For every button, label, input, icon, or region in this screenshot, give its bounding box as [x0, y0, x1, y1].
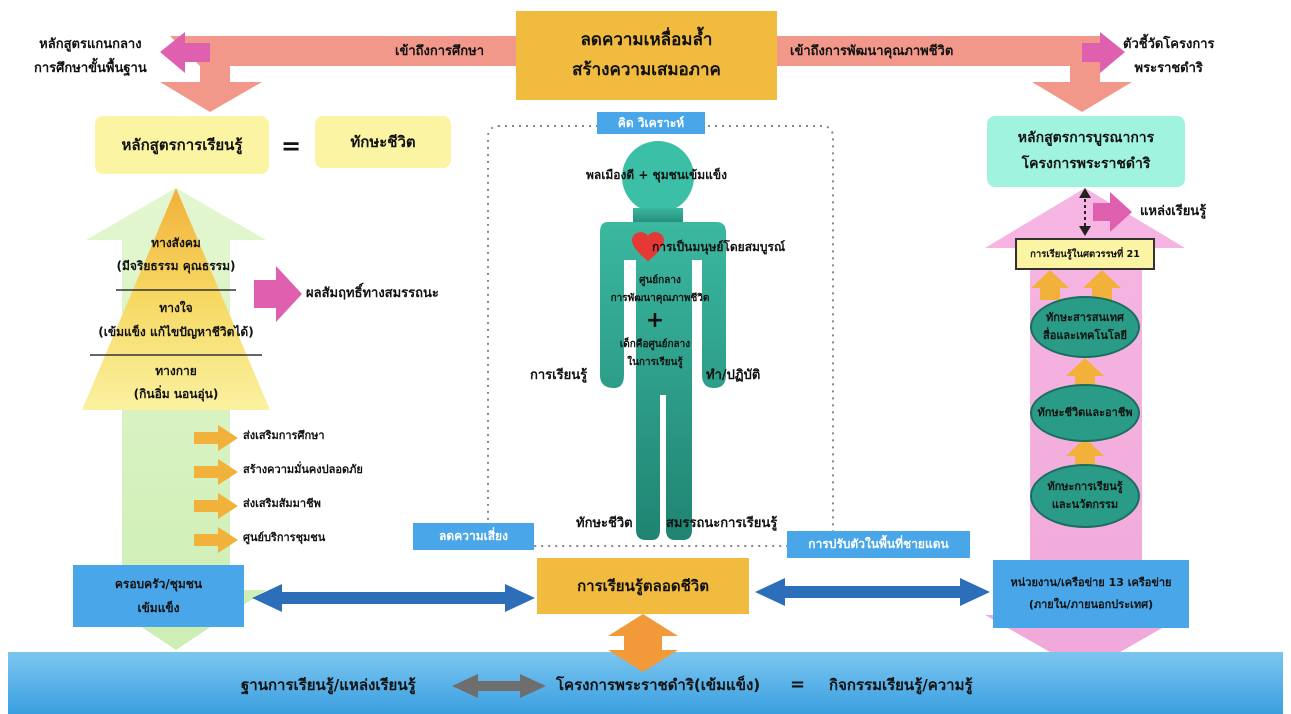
oval1-line2: สื่อและเทคโนโลยี [1043, 329, 1127, 342]
bullet-item-1: ส่งเสริมการศึกษา [243, 429, 325, 442]
border-adaptation-text: การปรับตัวในพื้นที่ชายแดน [808, 537, 949, 551]
left-hand-label: การเรียนรู้ [530, 368, 588, 383]
core-curriculum-line2: การศึกษาขั้นพื้นฐาน [34, 61, 147, 77]
lifelong-network-arrow [755, 578, 990, 606]
think-analyze-text: คิด วิเคราะห์ [617, 115, 685, 130]
equality-line2: สร้างความเสมอภาค [572, 59, 721, 80]
family-line2: เข้มแข็ง [137, 601, 180, 615]
base-left-label: ฐานการเรียนรู้/แหล่งเรียนรู้ [241, 676, 416, 694]
integrated-line1: หลักสูตรการบูรณาการ [1017, 130, 1155, 147]
lifelong-base-arrow [608, 614, 678, 672]
top-salmon-arrow [160, 36, 1132, 112]
family-community-box: ครอบครัว/ชุมชน เข้มแข็ง [73, 565, 244, 627]
oval3-line2: และนวัตกรรม [1051, 498, 1119, 511]
lifelong-learning-box: การเรียนรู้ตลอดชีวิต [537, 558, 749, 614]
child-center-label: เด็กคือศูนย์กลาง ในการเรียนรู้ [600, 336, 710, 372]
base-gray-arrow [452, 674, 546, 698]
equality-box: ลดความเหลื่อมล้ำ สร้างความเสมอภาค [516, 11, 777, 100]
border-adaptation-label: การปรับตัวในพื้นที่ชายแดน [787, 531, 970, 558]
learning-source-arrow [1093, 192, 1132, 232]
integrated-line2: โครงการพระราชดำริ [1021, 155, 1151, 172]
bullet-item-2: สร้างความมั่นคงปลอดภัย [243, 463, 363, 476]
family-lifelong-arrow [252, 584, 535, 612]
access-quality-label: เข้าถึงการพัฒนาคุณภาพชีวิต [790, 44, 954, 59]
learning-source-label: แหล่งเรียนรู้ [1140, 204, 1207, 219]
achievement-label: ผลสัมฤทธิ์ทางสมรรถนะ [306, 286, 439, 301]
royal-indicator-line2: พระราชดำริ [1134, 61, 1203, 77]
integrated-curriculum-box: หลักสูตรการบูรณาการ โครงการพระราชดำริ [987, 116, 1185, 187]
network-line2: (ภายใน/ภายนอกประเทศ) [1028, 598, 1154, 611]
top-left-pink-arrow [160, 32, 210, 73]
lifelong-learning-label: การเรียนรู้ตลอดชีวิต [577, 577, 709, 595]
right-foot-label: สมรรถนะการเรียนรู้ [666, 516, 778, 531]
base-eq-sign: = [790, 674, 806, 695]
pyramid-mind: ทางใจ (เข้มแข็ง แก้ไขปัญหาชีวิตได้) [76, 296, 276, 344]
heart-label: การเป็นมนุษย์โดยสมบูรณ์ [652, 240, 786, 254]
hub-line1: ศูนย์กลาง [639, 275, 681, 286]
century-learning-label: การเรียนรู้ในศตวรรษที่ 21 [1030, 248, 1140, 260]
hub-line2: การพัฒนาคุณภาพชีวิต [610, 293, 710, 304]
heart-shape [632, 232, 664, 262]
right-hand-label: ทำ/ปฏิบัติ [706, 368, 761, 383]
pyramid-body: ทางกาย (กินอิ่ม นอนอุ่น) [86, 360, 266, 406]
achievement-arrow [254, 266, 302, 322]
oval2-label: ทักษะชีวิตและอาชีพ [1037, 406, 1133, 420]
life-skills-label: ทักษะชีวิต [350, 133, 416, 151]
pyramid-social: ทางสังคม (มีจริยธรรม คุณธรรม) [86, 232, 266, 278]
oval3-line1: ทักษะการเรียนรู้ [1047, 480, 1123, 494]
network-box: หน่วยงาน/เครือข่าย 13 เครือข่าย (ภายใน/ภ… [993, 560, 1189, 628]
core-curriculum-line1: หลักสูตรแกนกลาง [39, 37, 142, 52]
plus-sign: + [645, 308, 665, 333]
learning-curriculum-box: หลักสูตรการเรียนรู้ [95, 116, 269, 174]
equals-sign: = [281, 132, 302, 160]
child-line2: ในการเรียนรู้ [627, 357, 683, 368]
family-line1: ครอบครัว/ชุมชน [114, 577, 203, 591]
network-line1: หน่วยงาน/เครือข่าย 13 เครือข่าย [1010, 576, 1172, 589]
risk-reduction-label: ลดความเสี่ยง [413, 523, 534, 550]
child-line1: เด็กคือศูนย์กลาง [619, 339, 691, 350]
base-right-label: กิจกรรมเรียนรู้/ความรู้ [829, 676, 973, 694]
life-skills-box: ทักษะชีวิต [315, 116, 451, 168]
bullet-item-4: ศูนย์บริการชุมชน [243, 531, 326, 544]
core-curriculum-label: หลักสูตรแกนกลาง การศึกษาขั้นพื้นฐาน [34, 33, 147, 81]
learning-curriculum-label: หลักสูตรการเรียนรู้ [121, 136, 243, 154]
century-learning-box: การเรียนรู้ในศตวรรษที่ 21 [1015, 238, 1155, 270]
pyramid-mind-line1: ทางใจ [159, 301, 193, 315]
risk-reduction-text: ลดความเสี่ยง [439, 529, 508, 543]
base-mid-label: โครงการพระราชดำริ(เข้มแข็ง) [556, 676, 761, 694]
info-media-skill-oval: ทักษะสารสนเทศ สื่อและเทคโนโลยี [1030, 296, 1140, 358]
learning-innovation-oval: ทักษะการเรียนรู้ และนวัตกรรม [1030, 464, 1140, 528]
life-career-skill-oval: ทักษะชีวิตและอาชีพ [1030, 384, 1140, 442]
human-figure [600, 141, 726, 540]
head-label: พลเมืองดี + ชุมชนเข้มแข็ง [586, 168, 727, 182]
pyramid-social-line2: (มีจริยธรรม คุณธรรม) [116, 258, 236, 273]
royal-indicator-label: ตัวชี้วัดโครงการ พระราชดำริ [1123, 33, 1214, 81]
bullet-arrows [194, 425, 238, 553]
pyramid-mind-line2: (เข้มแข็ง แก้ไขปัญหาชีวิตได้) [98, 325, 254, 339]
left-foot-label: ทักษะชีวิต [576, 516, 633, 531]
pyramid-body-line2: (กินอิ่ม นอนอุ่น) [133, 386, 219, 401]
royal-indicator-line1: ตัวชี้วัดโครงการ [1123, 37, 1215, 52]
century-up-arrows [1031, 270, 1121, 468]
pyramid-body-line1: ทางกาย [155, 364, 197, 378]
pyramid-social-line1: ทางสังคม [151, 236, 201, 250]
bullet-item-3: ส่งเสริมสัมมาชีพ [243, 497, 321, 510]
oval1-line1: ทักษะสารสนเทศ [1045, 311, 1125, 325]
hub-label: ศูนย์กลาง การพัฒนาคุณภาพชีวิต [598, 272, 722, 308]
think-analyze-label: คิด วิเคราะห์ [597, 112, 705, 134]
equality-line1: ลดความเหลื่อมล้ำ [580, 29, 713, 50]
top-right-pink-arrow [1082, 32, 1125, 73]
access-education-label: เข้าถึงการศึกษา [395, 44, 484, 59]
